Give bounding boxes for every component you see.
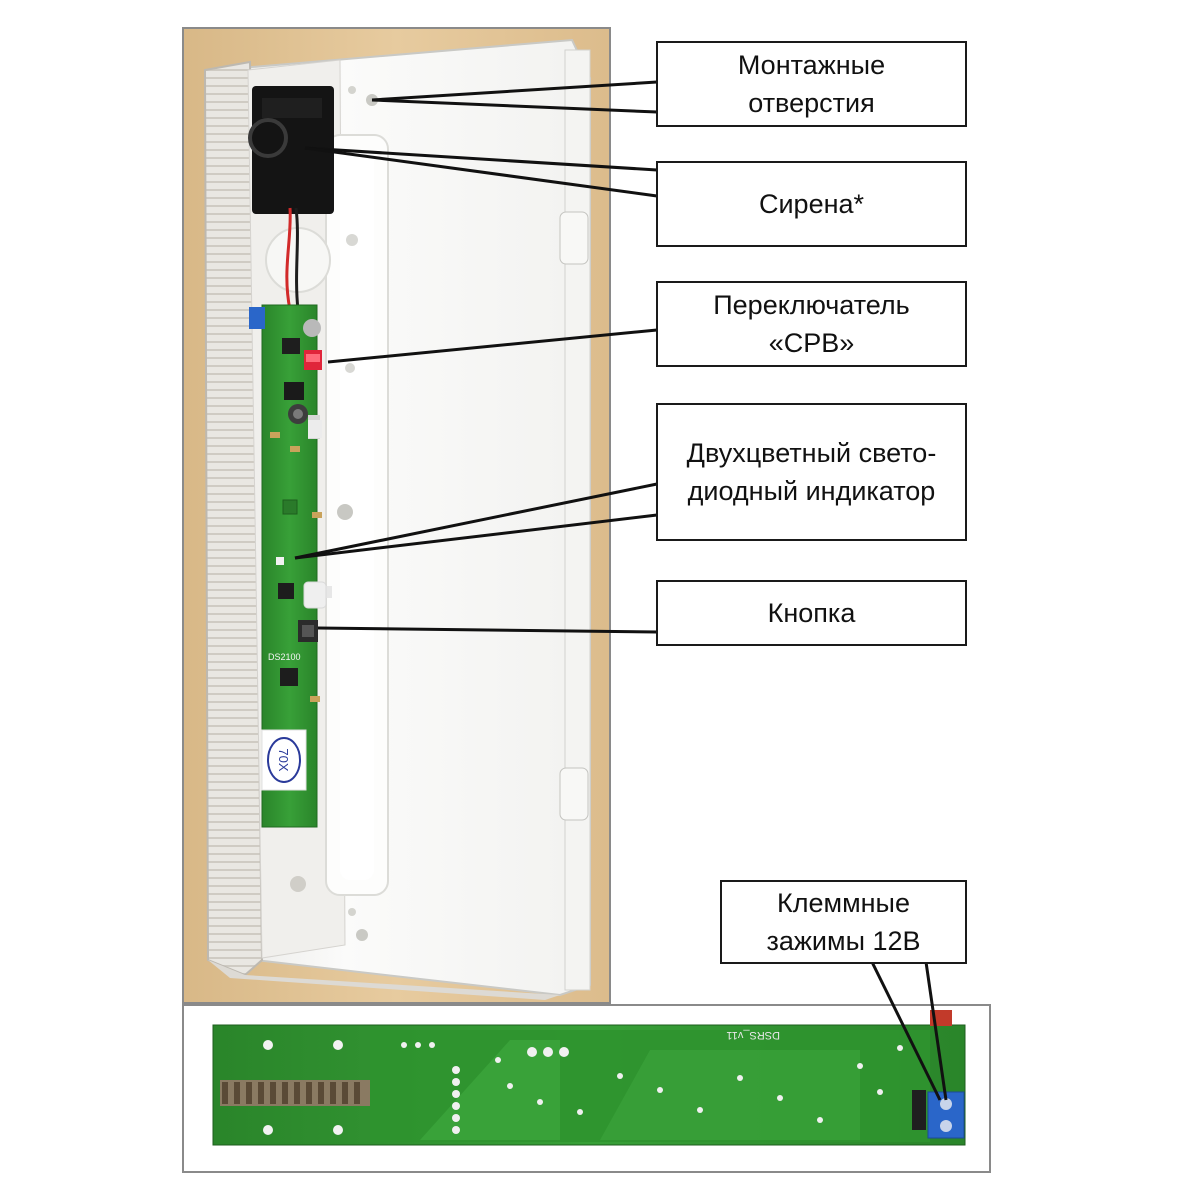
leader-led-2 <box>294 513 658 560</box>
label-led-line-2: диодный индикатор <box>687 476 936 506</box>
sticker-text: 70X <box>276 748 291 771</box>
bicolor-led <box>276 557 284 565</box>
leader-switch <box>327 328 658 364</box>
label-led-line-1: Двухцветный свето- <box>686 438 937 468</box>
label-terminals-line-2: зажимы 12В <box>766 926 921 956</box>
pcb-sticker <box>261 729 307 791</box>
label-terminals-line-1: Клеммные <box>777 888 910 918</box>
leader-siren-1 <box>304 146 658 172</box>
mounting-hole-bottom <box>356 929 368 941</box>
ribbed-base-side <box>203 60 264 977</box>
label-button: Кнопка <box>656 580 967 646</box>
label-mounting-holes: Монтажные отверстия <box>656 41 967 127</box>
leader-terminal-1 <box>870 961 942 1101</box>
leader-siren-2 <box>304 146 658 198</box>
leader-terminal-2 <box>924 961 948 1101</box>
lid-right-rim <box>564 49 591 991</box>
leader-mounting-1 <box>371 80 658 102</box>
pcb-code: DS2100 <box>268 652 301 662</box>
pcb-back-code: DSRS_v11 <box>726 1029 780 1041</box>
label-switch-line-1: Переключатель <box>713 290 910 320</box>
label-siren-line-1: Сирена* <box>758 189 865 219</box>
label-button-line-1: Кнопка <box>767 598 856 628</box>
label-mounting-holes-line-1: Монтажные <box>737 50 886 80</box>
lid-clip-top <box>559 211 589 265</box>
label-switch: Переключатель «СРВ» <box>656 281 967 367</box>
spring-contacts <box>220 1080 370 1106</box>
leader-button <box>317 626 658 634</box>
leader-lines <box>294 80 948 1101</box>
label-mounting-holes-line-2: отверстия <box>748 88 875 118</box>
leader-mounting-2 <box>371 98 658 114</box>
lid-clip-bottom <box>559 767 589 821</box>
base-bottom-edge <box>208 960 560 1000</box>
label-terminals: Клеммные зажимы 12В <box>720 880 967 964</box>
label-siren: Сирена* <box>656 161 967 247</box>
leader-led <box>294 482 658 560</box>
label-switch-line-2: «СРВ» <box>768 328 855 358</box>
label-led: Двухцветный свето- диодный индикатор <box>656 403 967 541</box>
